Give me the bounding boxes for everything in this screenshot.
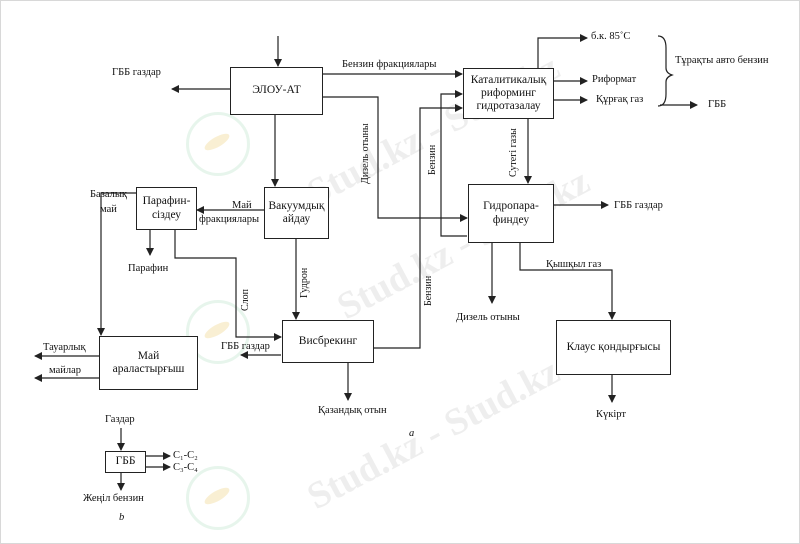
brace	[657, 35, 674, 107]
label-gbb-right: ГББ	[708, 99, 727, 110]
claus-unit: Клаус қондырғысы	[556, 320, 671, 375]
label-acid-gas: Қышқыл газ	[546, 259, 602, 270]
label-gasoline-fractions: Бензин фракциялары	[342, 59, 437, 70]
slop-line	[174, 230, 282, 341]
label-paraffin: Парафин	[128, 263, 169, 274]
label-diesel-fuel-vertical: Дизель отыны	[360, 123, 371, 184]
label-gases: Газдар	[105, 414, 135, 425]
label-commercial-oils-2: майлар	[49, 365, 82, 376]
label-oil-fractions-1: Май	[232, 200, 252, 211]
gasoline-upper-line	[440, 90, 467, 237]
label-hydrogen-gas-vertical: Сутегі газы	[508, 128, 519, 177]
deparaffin-unit: Парафин- сіздеу	[136, 187, 197, 230]
label-gbb-gases-mid: ГББ газдар	[221, 341, 270, 352]
gbb-unit: ГББ	[105, 451, 146, 473]
base-oil-line	[97, 192, 136, 336]
elou-at-unit: ЭЛОУ-АТ	[230, 67, 323, 115]
label-gasoline-lower-vertical: Бензин	[423, 275, 434, 306]
gasoline-lower-line	[374, 104, 463, 349]
label-gbb-gases-left: ГББ газдар	[112, 67, 161, 78]
hydrodewax-unit: Гидропара- финдеу	[468, 184, 554, 243]
acid-gas-arrow	[519, 243, 616, 320]
label-base-oil-2: май	[100, 204, 117, 215]
label-gbb-gases-right: ГББ газдар	[614, 200, 663, 211]
diesel-line	[323, 96, 468, 222]
label-slop-vertical: Слоп	[240, 288, 251, 311]
label-light-gasoline: Жеңіл бензин	[83, 493, 144, 504]
label-commercial-oils-1: Тауарлық	[43, 342, 86, 353]
bk85-arrow	[537, 34, 588, 68]
label-fig-b: b	[119, 512, 125, 523]
label-c3c4: С₃-С₄	[173, 462, 198, 473]
label-stable-gasoline: Тұрақты авто бензин	[675, 55, 769, 66]
label-gasoline-upper-vertical: Бензин	[427, 144, 438, 175]
label-sulfur: Күкірт	[596, 409, 626, 420]
label-base-oil-1: Базалық	[90, 189, 127, 200]
label-bk85: б.к. 85˚С	[591, 31, 631, 42]
label-diesel-fuel: Дизель отыны	[456, 312, 520, 323]
oil-blending-unit: Май араластырғыш	[99, 336, 198, 390]
vacuum-unit: Вакуумдық айдау	[264, 187, 329, 239]
label-c1c2: С₁-С₂	[173, 450, 198, 461]
label-oil-fractions-2: фракциялары	[199, 214, 260, 225]
label-boiler-fuel: Қазандық отын	[318, 405, 387, 416]
label-fig-a: а	[409, 428, 415, 439]
label-tar-vertical: Гудрон	[299, 267, 310, 298]
reforming-unit: Каталитикалық риформинг гидротазалау	[463, 68, 554, 119]
label-reformate: Риформат	[592, 74, 637, 85]
visbreaking-unit: Висбрекинг	[282, 320, 374, 363]
label-dry-gas: Құрғақ газ	[596, 94, 644, 105]
